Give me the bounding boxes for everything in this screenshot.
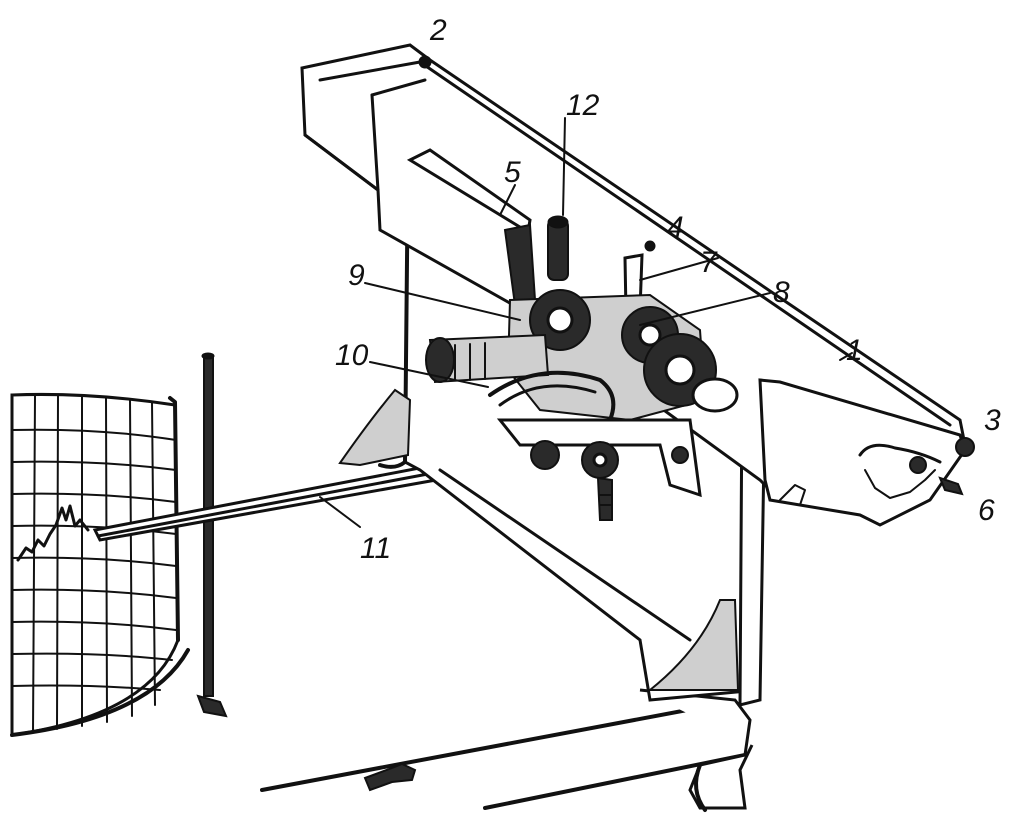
- callout-11: 11: [360, 532, 391, 565]
- callout-2: 2: [429, 14, 447, 47]
- callouts: 1 2 3 4 5 6 7 8 9 10 11 12: [335, 14, 1001, 565]
- chart-drum: [10, 392, 190, 737]
- callout-8: 8: [773, 276, 790, 309]
- support-rod: [196, 352, 228, 718]
- callout-1: 1: [846, 334, 863, 367]
- callout-3: 3: [984, 404, 1001, 437]
- callout-6: 6: [978, 494, 995, 527]
- gear-mechanism: [406, 148, 739, 521]
- callout-5: 5: [504, 156, 521, 189]
- recorded-trace: [16, 504, 90, 562]
- callout-7: 7: [700, 246, 718, 279]
- pivot-screw-2: [418, 55, 432, 69]
- callout-12: 12: [566, 89, 600, 122]
- callout-9: 9: [348, 259, 365, 292]
- callout-4: 4: [667, 211, 684, 244]
- base-frame: [260, 688, 754, 812]
- chart-grid: [11, 394, 177, 733]
- leader-lines: [319, 117, 853, 528]
- callout-10: 10: [335, 339, 369, 372]
- pivot-screw-4: [644, 240, 656, 252]
